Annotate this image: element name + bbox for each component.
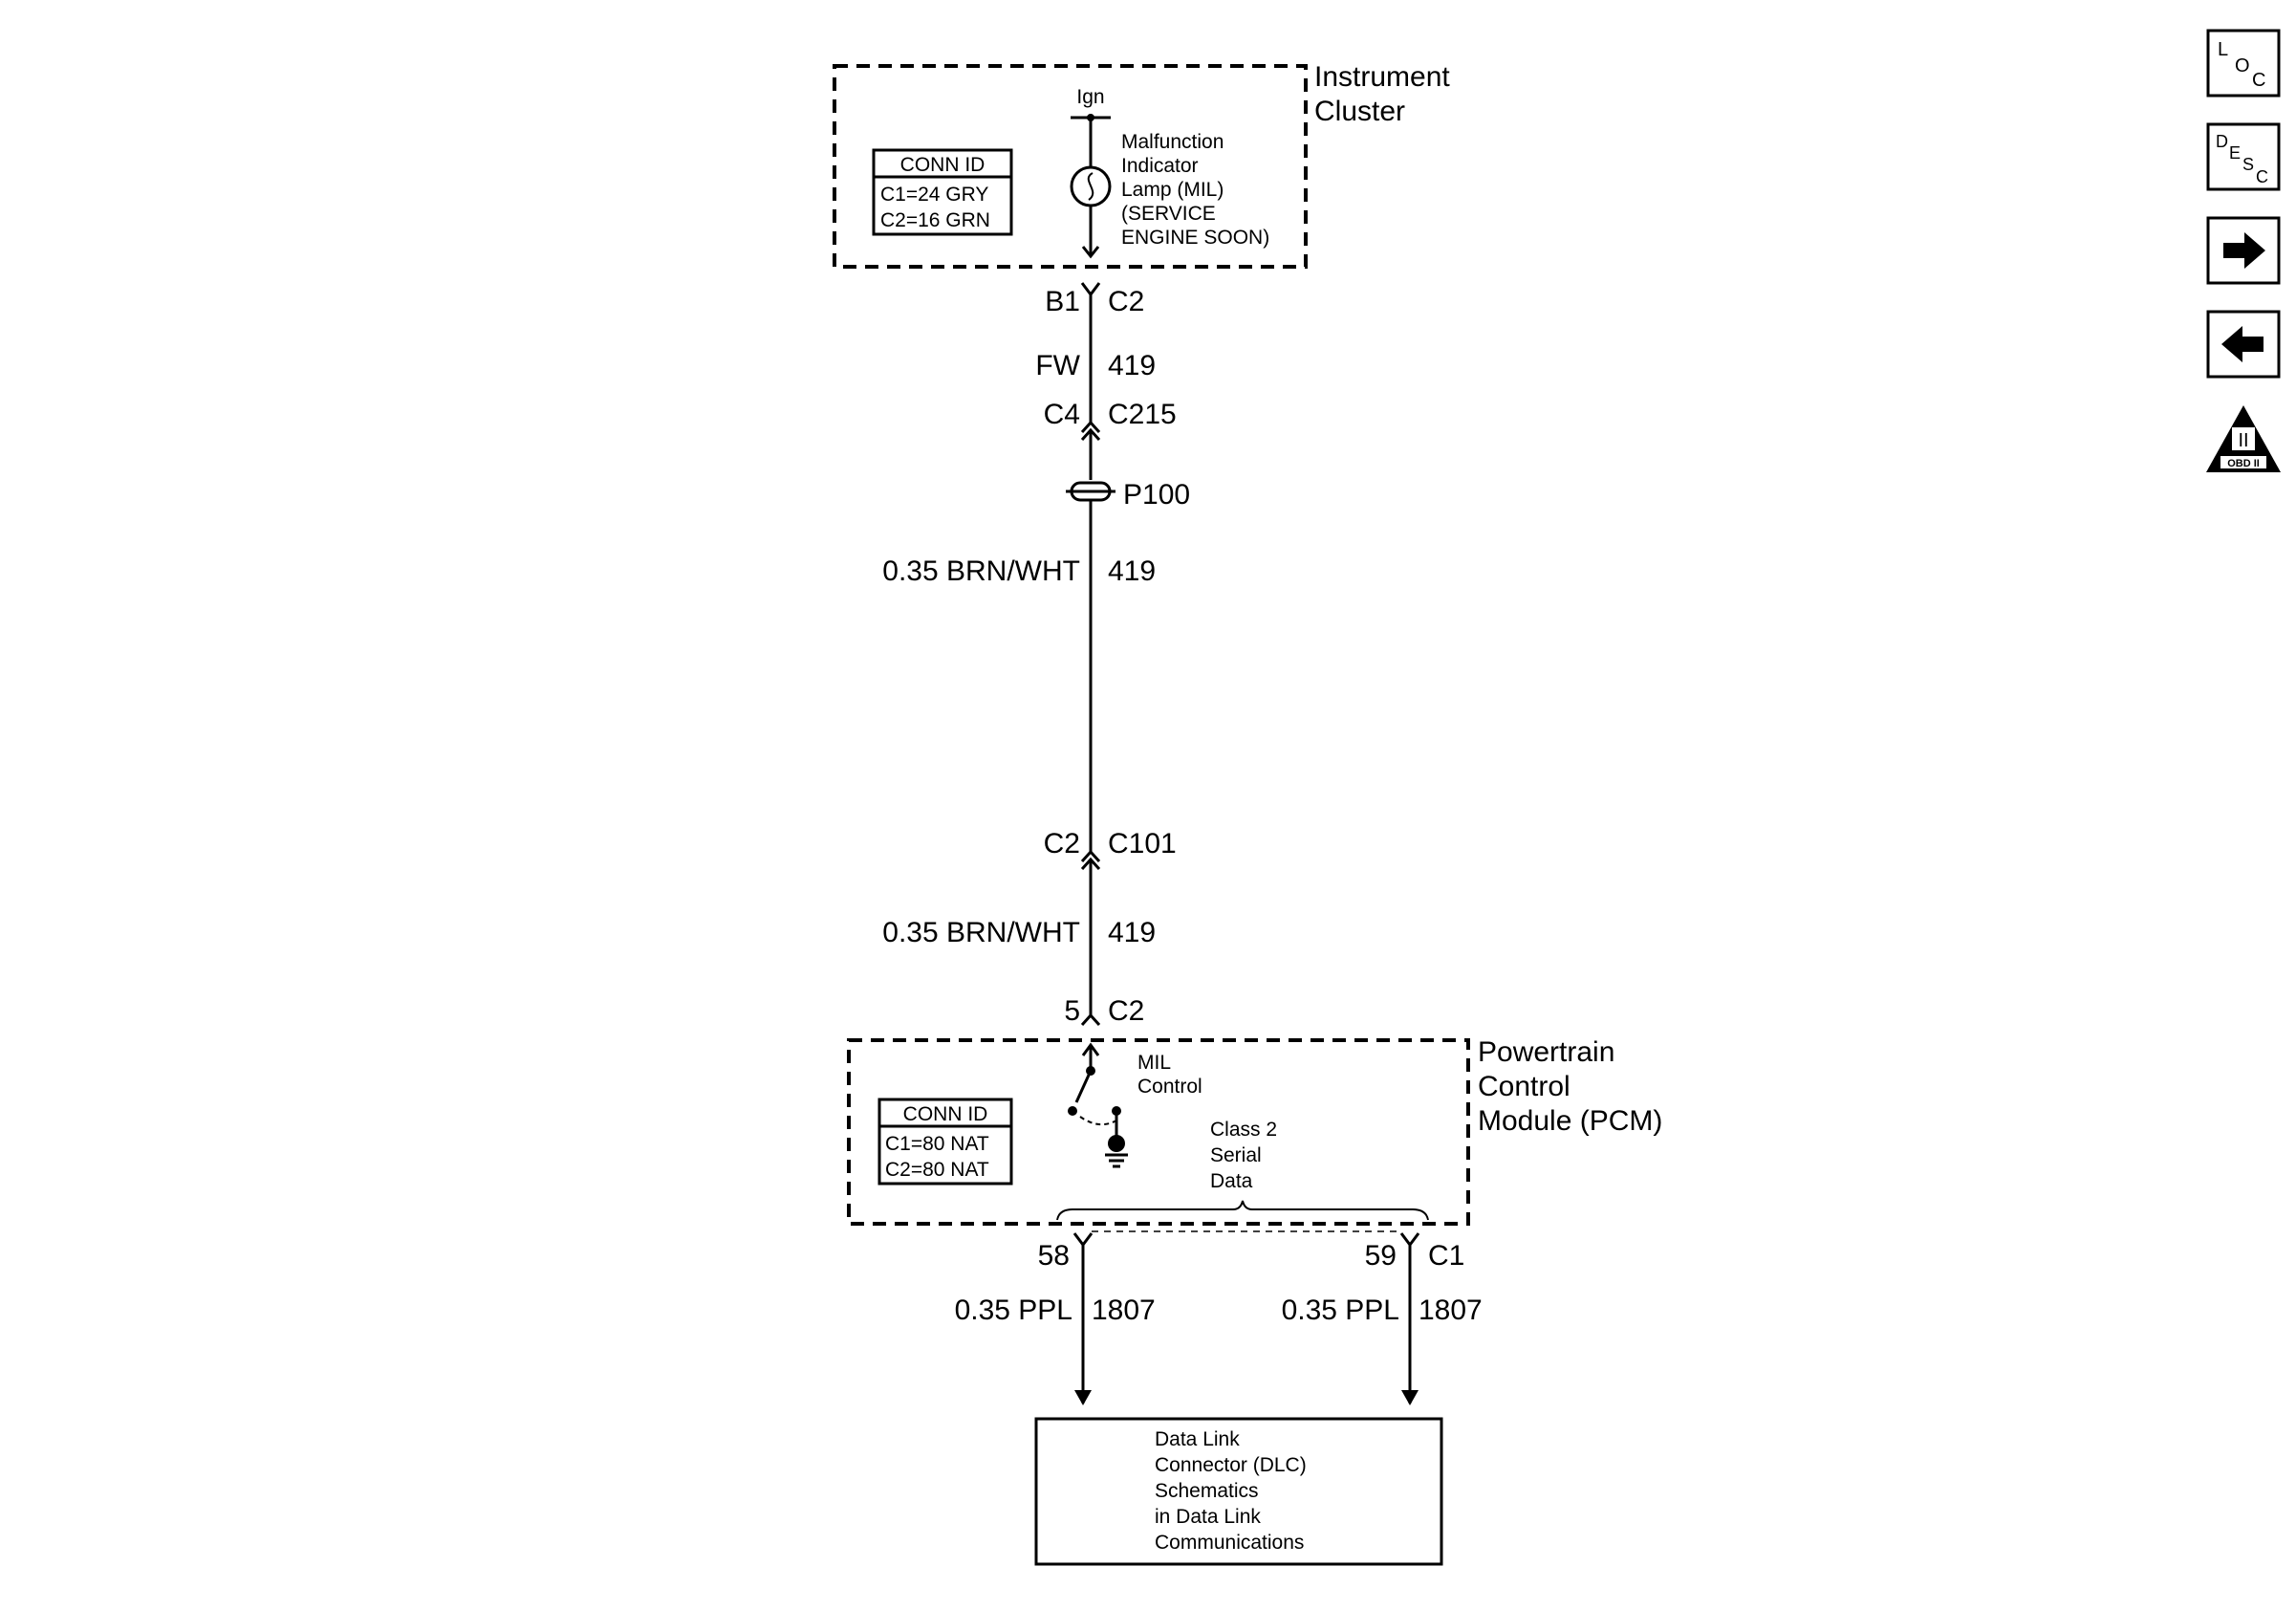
pcm-border xyxy=(847,1038,1470,1226)
back-button[interactable] xyxy=(2206,310,2281,379)
instrument-cluster-title-2: Cluster xyxy=(1314,96,1405,127)
mil-text-3: Lamp (MIL) xyxy=(1121,179,1224,201)
mil-control-switch-icon xyxy=(1068,1042,1121,1140)
mil-text-1: Malfunction xyxy=(1121,131,1224,153)
circuit-1807-left: 1807 xyxy=(1092,1295,1156,1326)
pcm-title-2: Control xyxy=(1478,1071,1570,1102)
obd-ii-button[interactable]: II OBD II xyxy=(2206,405,2281,472)
pcm-module: Powertrain Control Module (PCM) MIL Cont… xyxy=(847,1036,1662,1226)
connector-c215-symbol xyxy=(1080,420,1101,434)
arrow-right-icon xyxy=(2223,232,2265,269)
wire-spec-upper: 0.35 BRN/WHT xyxy=(882,555,1080,587)
cluster-conn-c1: C1=24 GRY xyxy=(880,184,988,206)
pcm-conn-id-box: CONN ID C1=80 NAT C2=80 NAT xyxy=(877,1098,1013,1186)
ign-label: Ign xyxy=(1076,86,1104,108)
loc-letter-c: C xyxy=(2252,70,2265,91)
connector-c101: C101 xyxy=(1108,828,1177,859)
loc-letter-o: O xyxy=(2235,55,2250,76)
cluster-conn-id-box: CONN ID C1=24 GRY C2=16 GRN xyxy=(872,148,1013,236)
c101-pin: C2 xyxy=(1044,828,1080,859)
cluster-conn-c2: C2=16 GRN xyxy=(880,209,990,231)
wire-spec-lower: 0.35 BRN/WHT xyxy=(882,917,1080,948)
mil-text-5: ENGINE SOON) xyxy=(1121,227,1269,249)
wire-spec-left: 0.35 PPL xyxy=(955,1295,1072,1326)
arrow-left-icon xyxy=(2221,326,2264,362)
connector-b1-symbol xyxy=(1080,282,1101,297)
circuit-419-top: 419 xyxy=(1108,350,1156,381)
terminal-b1: B1 xyxy=(1045,286,1080,317)
mil-text-2: Indicator xyxy=(1121,155,1199,177)
p100-passthrough-icon xyxy=(1066,481,1116,502)
ground-icon xyxy=(1105,1135,1128,1168)
desc-button[interactable]: D E S C xyxy=(2206,122,2281,191)
dlc-text-5: Communications xyxy=(1155,1532,1304,1554)
desc-letter-d: D xyxy=(2216,132,2228,151)
splice-p100: P100 xyxy=(1123,479,1190,511)
desc-letter-e: E xyxy=(2229,143,2241,163)
obd-label: OBD II xyxy=(2227,458,2260,469)
connector-c1: C1 xyxy=(1428,1240,1464,1272)
circuit-419-wire: B1 C2 FW 419 C4 C215 P100 0.35 BRN/WHT 4… xyxy=(882,282,1190,1027)
circuit-419-upper: 419 xyxy=(1108,555,1156,587)
wire-spec-right: 0.35 PPL xyxy=(1282,1295,1399,1326)
serial-data-brace xyxy=(1056,1200,1429,1221)
dlc-text-4: in Data Link xyxy=(1155,1506,1261,1528)
pcm-conn-id-header: CONN ID xyxy=(903,1103,988,1125)
mil-lamp-icon xyxy=(1070,165,1112,207)
dlc-text-3: Schematics xyxy=(1155,1480,1259,1502)
loc-button[interactable]: L O C xyxy=(2206,29,2281,98)
instrument-cluster: Instrument Cluster CONN ID C1=24 GRY C2=… xyxy=(833,61,1450,269)
loc-letter-l: L xyxy=(2218,39,2228,60)
pcm-conn-c1: C1=80 NAT xyxy=(885,1133,989,1155)
instrument-cluster-border xyxy=(833,64,1308,269)
desc-letter-s: S xyxy=(2242,155,2254,174)
cluster-conn-id-header: CONN ID xyxy=(900,154,986,176)
desc-letter-c: C xyxy=(2256,167,2268,186)
instrument-cluster-title-1: Instrument xyxy=(1314,61,1450,93)
circuit-1807-right: 1807 xyxy=(1419,1295,1483,1326)
pcm-title-1: Powertrain xyxy=(1478,1036,1614,1068)
connector-pin-59-symbol xyxy=(1399,1232,1420,1248)
connector-pin-58-symbol xyxy=(1072,1232,1094,1248)
mil-text-4: (SERVICE xyxy=(1121,203,1216,225)
connector-c101-symbol xyxy=(1080,849,1101,863)
serial-data-label-1: Class 2 xyxy=(1210,1119,1277,1141)
pcm-title-3: Module (PCM) xyxy=(1478,1105,1662,1137)
connector-c215: C215 xyxy=(1108,399,1177,430)
dlc-text-2: Connector (DLC) xyxy=(1155,1454,1307,1476)
connector-pcm-c2-symbol xyxy=(1080,1012,1101,1027)
arrow-down-icon xyxy=(1401,1390,1419,1405)
pin-59: 59 xyxy=(1365,1240,1397,1272)
circuit-419-lower: 419 xyxy=(1108,917,1156,948)
pin-58: 58 xyxy=(1038,1240,1070,1272)
dlc-text-1: Data Link xyxy=(1155,1428,1240,1450)
arrow-down-icon xyxy=(1074,1390,1092,1405)
dlc-reference-box[interactable]: Data Link Connector (DLC) Schematics in … xyxy=(1034,1417,1443,1566)
pcm-conn-c2: C2=80 NAT xyxy=(885,1159,989,1181)
serial-data-label-3: Data xyxy=(1210,1170,1253,1192)
pcm-connector-c2: C2 xyxy=(1108,995,1144,1027)
mil-control-label-1: MIL xyxy=(1137,1052,1171,1074)
serial-data-label-2: Serial xyxy=(1210,1144,1262,1166)
c215-pin: C4 xyxy=(1044,399,1080,430)
connector-c2-top: C2 xyxy=(1108,286,1144,317)
serial-data-wires: 58 59 C1 0.35 PPL 1807 0.35 PPL 1807 xyxy=(955,1230,1483,1405)
obd-roman: II xyxy=(2238,430,2248,451)
forward-button[interactable] xyxy=(2206,216,2281,285)
wire-color-fw: FW xyxy=(1035,350,1080,381)
pcm-pin-5: 5 xyxy=(1064,995,1080,1027)
mil-control-label-2: Control xyxy=(1137,1076,1202,1098)
